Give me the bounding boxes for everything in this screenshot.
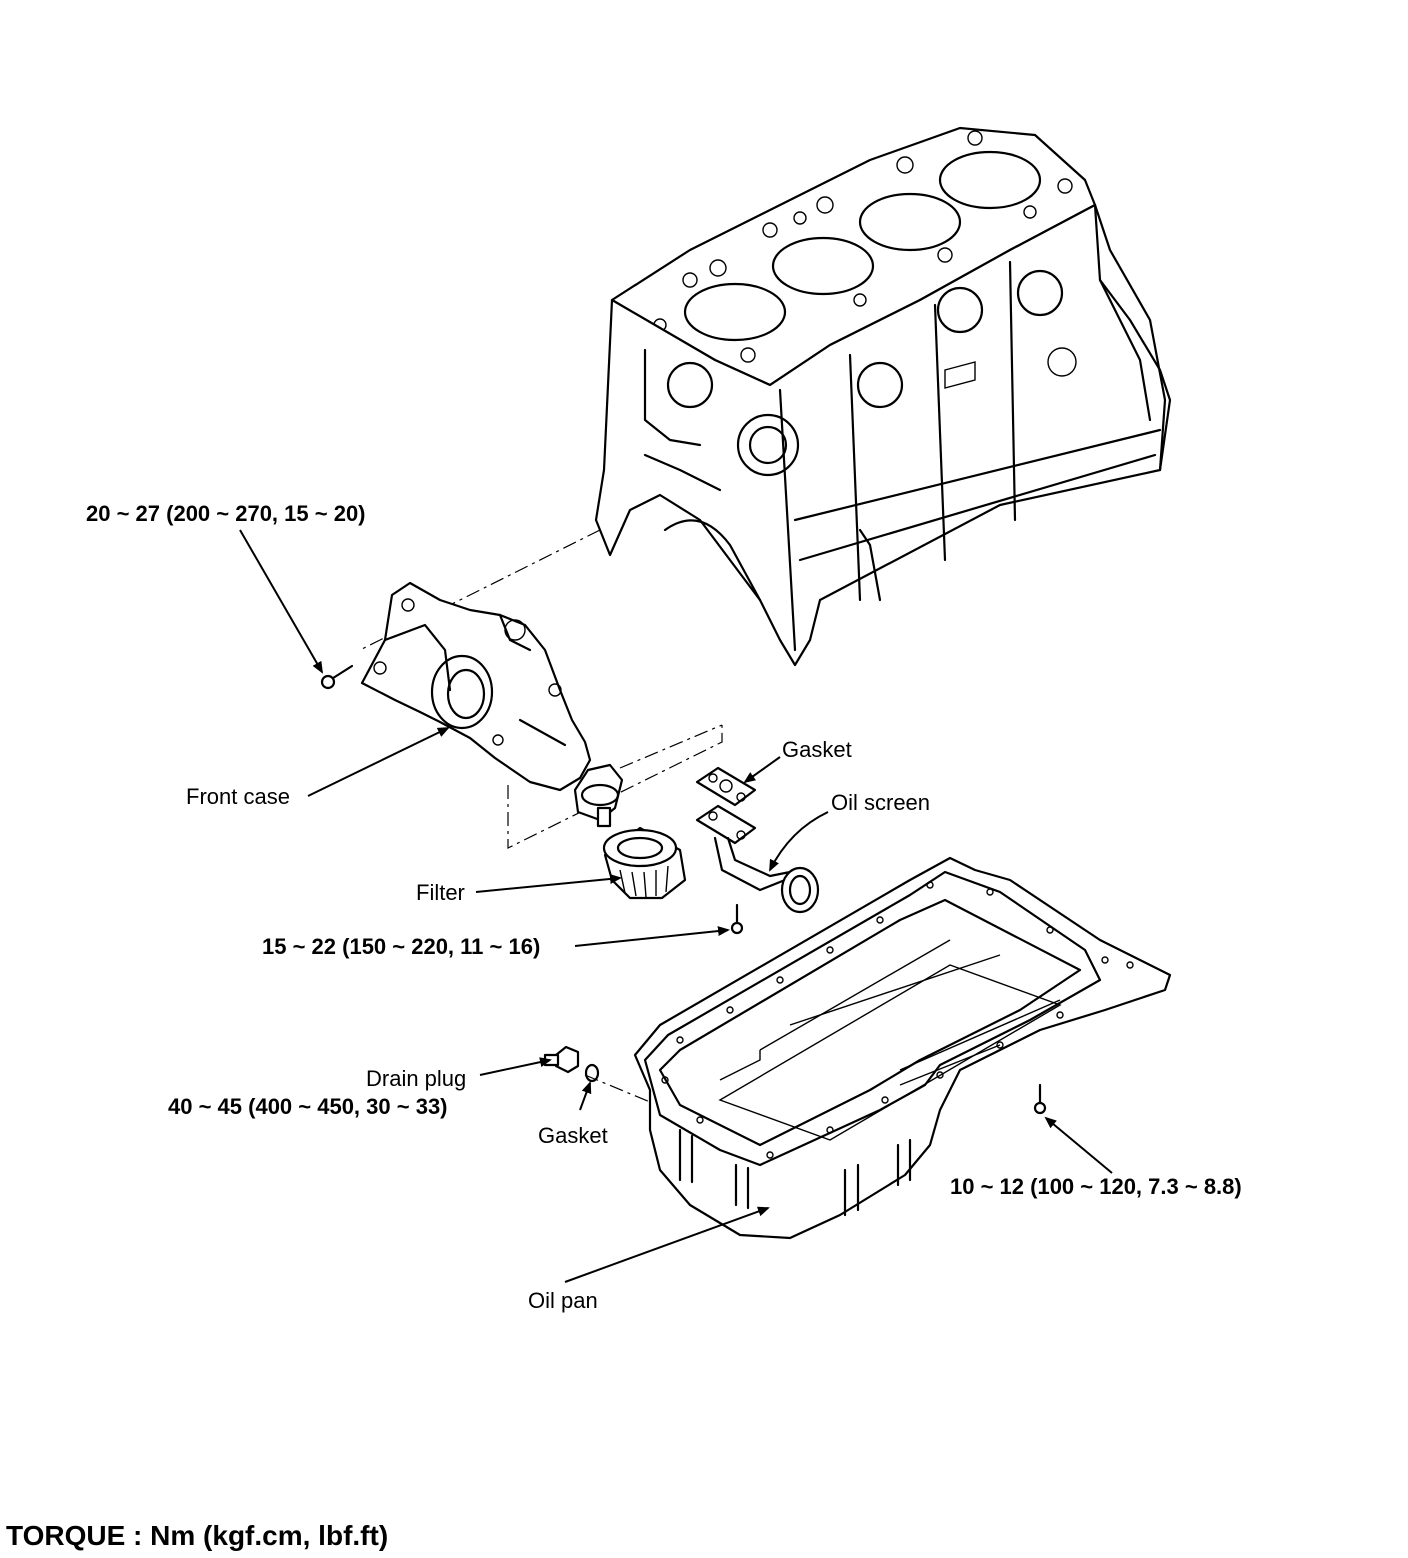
front-case-part [360,581,624,828]
drain-plug-arrow [479,1057,552,1076]
gasket-upper-arrow [743,756,781,784]
drain-gasket-arrow [579,1081,592,1111]
gasket-upper-label: Gasket [782,737,852,762]
oil-screen-bolt-arrow [574,926,730,947]
oil-screen-bolt [730,903,744,935]
oil-pan-arrow [564,1206,770,1283]
oil-pan-bolt-arrow [1044,1116,1113,1174]
drain-plug-part [543,1045,580,1074]
oil-filter-part [602,826,687,900]
front-case-label: Front case [186,784,290,809]
oil-screen-arrow [769,811,829,872]
drain-gasket-label: Gasket [538,1123,608,1148]
filter-arrow [475,873,622,893]
oil-pan-part [633,856,1172,1240]
oil-pan-label: Oil pan [528,1288,598,1313]
oil-pan-bolt-torque: 10 ~ 12 (100 ~ 120, 7.3 ~ 8.8) [950,1174,1242,1199]
front-case-bolt [320,664,354,690]
oil-screen-label: Oil screen [831,790,931,815]
drain-gasket-part [584,1063,600,1083]
torque-unit-legend: TORQUE : Nm (kgf.cm, lbf.ft) [6,1520,389,1551]
oil-screen-bolt-torque: 15 ~ 22 (150 ~ 220, 11 ~ 16) [262,934,541,959]
front-case-bolt-arrow [239,529,324,674]
oil-pan-bolt [1033,1083,1047,1115]
filter-label: Filter [416,880,465,905]
screen-gasket-part [695,766,757,807]
front-case-bolt-torque: 20 ~ 27 (200 ~ 270, 15 ~ 20) [86,501,366,526]
engine-block [594,126,1172,667]
front-case-arrow [307,727,450,797]
drain-plug-label: Drain plug [366,1066,467,1091]
oil-screen-part [695,804,820,914]
drain-plug-torque: 40 ~ 45 (400 ~ 450, 30 ~ 33) [168,1094,448,1119]
